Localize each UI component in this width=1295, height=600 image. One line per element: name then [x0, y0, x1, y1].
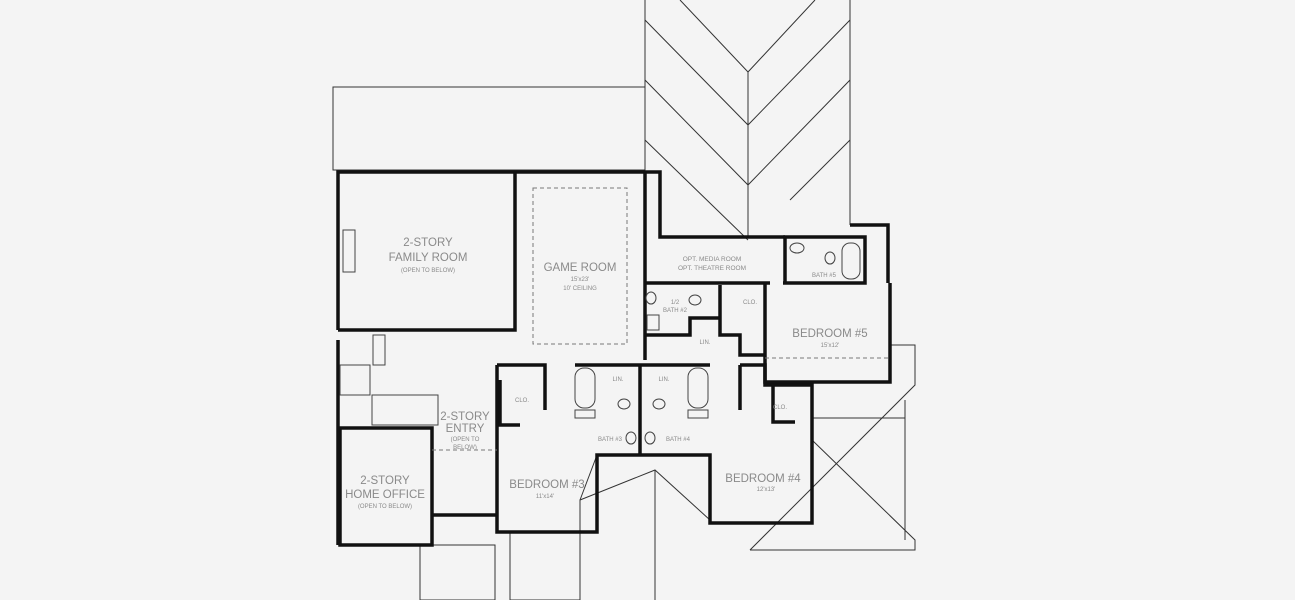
home-office-note: (OPEN TO BELOW): [358, 504, 412, 510]
roof-lines: [332, 0, 916, 600]
room-labels: 2-STORY FAMILY ROOM (OPEN TO BELOW) GAME…: [345, 237, 868, 510]
bedroom-3-label: BEDROOM #3: [509, 479, 584, 491]
tub-icon: [841, 242, 861, 280]
home-office-label: HOME OFFICE: [345, 489, 425, 501]
bath-2-label: BATH #2: [663, 308, 688, 314]
tub-icon: [687, 367, 709, 409]
family-room-label: 2-STORY: [403, 237, 453, 249]
toilet-icon: [824, 251, 836, 265]
media-room-label: OPT. THEATRE ROOM: [678, 265, 746, 272]
bath-4-label: BATH #4: [666, 437, 691, 443]
bedroom-4-size: 12'x13': [757, 487, 776, 493]
bath-3-label: BATH #3: [598, 437, 623, 443]
bath-2-label: 1/2: [671, 300, 680, 306]
closet-label: CLO.: [743, 300, 757, 306]
family-room-label: FAMILY ROOM: [389, 252, 468, 264]
entry-note: BELOW): [453, 445, 477, 451]
media-room-label: OPT. MEDIA ROOM: [683, 256, 742, 263]
linen-label: LIN.: [612, 377, 623, 383]
bedroom-4-label: BEDROOM #4: [725, 473, 801, 485]
game-room-size: 15'x23': [571, 277, 590, 283]
bath-5-label: BATH #5: [812, 273, 837, 279]
game-room-note: 10' CEILING: [563, 286, 597, 292]
toilet-icon: [688, 294, 702, 306]
home-office-label: 2-STORY: [360, 475, 410, 487]
bedroom-5-size: 15'x12': [821, 343, 840, 349]
tub-icon: [574, 367, 596, 409]
sink-icon: [789, 242, 805, 254]
entry-note: (OPEN TO: [451, 437, 480, 443]
fireplace-icon: [342, 229, 356, 273]
closet-label: CLO.: [515, 398, 529, 404]
entry-label: ENTRY: [446, 423, 485, 435]
linen-label: LIN.: [699, 340, 710, 346]
family-room-note: (OPEN TO BELOW): [401, 268, 455, 274]
linen-label: LIN.: [658, 377, 669, 383]
walls: [336, 170, 892, 547]
bedroom-3-size: 11'x14': [536, 494, 554, 500]
game-room-label: GAME ROOM: [544, 262, 617, 274]
sink-icon: [645, 291, 657, 305]
closet-label: CLO.: [773, 405, 787, 411]
fixtures: [339, 187, 888, 451]
entry-label: 2-STORY: [440, 411, 490, 423]
bedroom-5-label: BEDROOM #5: [792, 328, 867, 340]
